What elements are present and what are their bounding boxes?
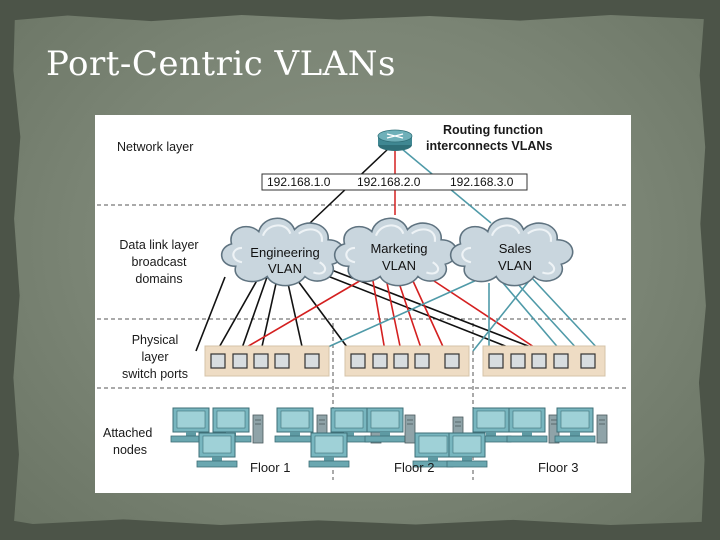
vlan-diagram-svg: Engineering VLAN Marketing VLAN Sales VL…	[97, 123, 629, 480]
vlan-sales-suffix: VLAN	[498, 258, 532, 273]
subnet-3: 192.168.3.0	[450, 175, 514, 189]
sales-links	[318, 270, 601, 352]
vlan-engineering-name: Engineering	[250, 245, 319, 260]
label-floor-1: Floor 1	[250, 460, 290, 475]
computers-floor-1	[170, 407, 328, 468]
vlan-sales-name: Sales	[499, 241, 532, 256]
computers-floor-3	[446, 407, 608, 468]
router-icon	[377, 129, 413, 151]
engineering-links	[195, 268, 542, 352]
label-physical-3: switch ports	[122, 367, 188, 381]
label-attached-2: nodes	[113, 443, 147, 457]
label-physical-1: Physical	[132, 333, 179, 347]
router-caption-2: interconnects VLANs	[426, 139, 552, 153]
label-network-layer: Network layer	[117, 140, 193, 154]
label-datalink-1: Data link layer	[119, 238, 198, 252]
label-datalink-2: broadcast	[132, 255, 187, 269]
label-floor-3: Floor 3	[538, 460, 578, 475]
label-physical-2: layer	[141, 350, 168, 364]
label-attached-1: Attached	[103, 426, 152, 440]
slide-title: Port-Centric VLANs	[46, 44, 396, 84]
subnet-1: 192.168.1.0	[267, 175, 331, 189]
marketing-links	[239, 274, 541, 352]
label-datalink-3: domains	[135, 272, 182, 286]
vlan-marketing-name: Marketing	[370, 241, 427, 256]
subnet-box	[261, 173, 528, 191]
label-floor-2: Floor 2	[394, 460, 434, 475]
router-caption-1: Routing function	[443, 123, 543, 137]
subnet-2: 192.168.2.0	[357, 175, 421, 189]
vlan-diagram: Engineering VLAN Marketing VLAN Sales VL…	[95, 115, 631, 493]
vlan-marketing-suffix: VLAN	[382, 258, 416, 273]
computers-floor-2	[308, 407, 464, 468]
vlan-engineering-suffix: VLAN	[268, 261, 302, 276]
